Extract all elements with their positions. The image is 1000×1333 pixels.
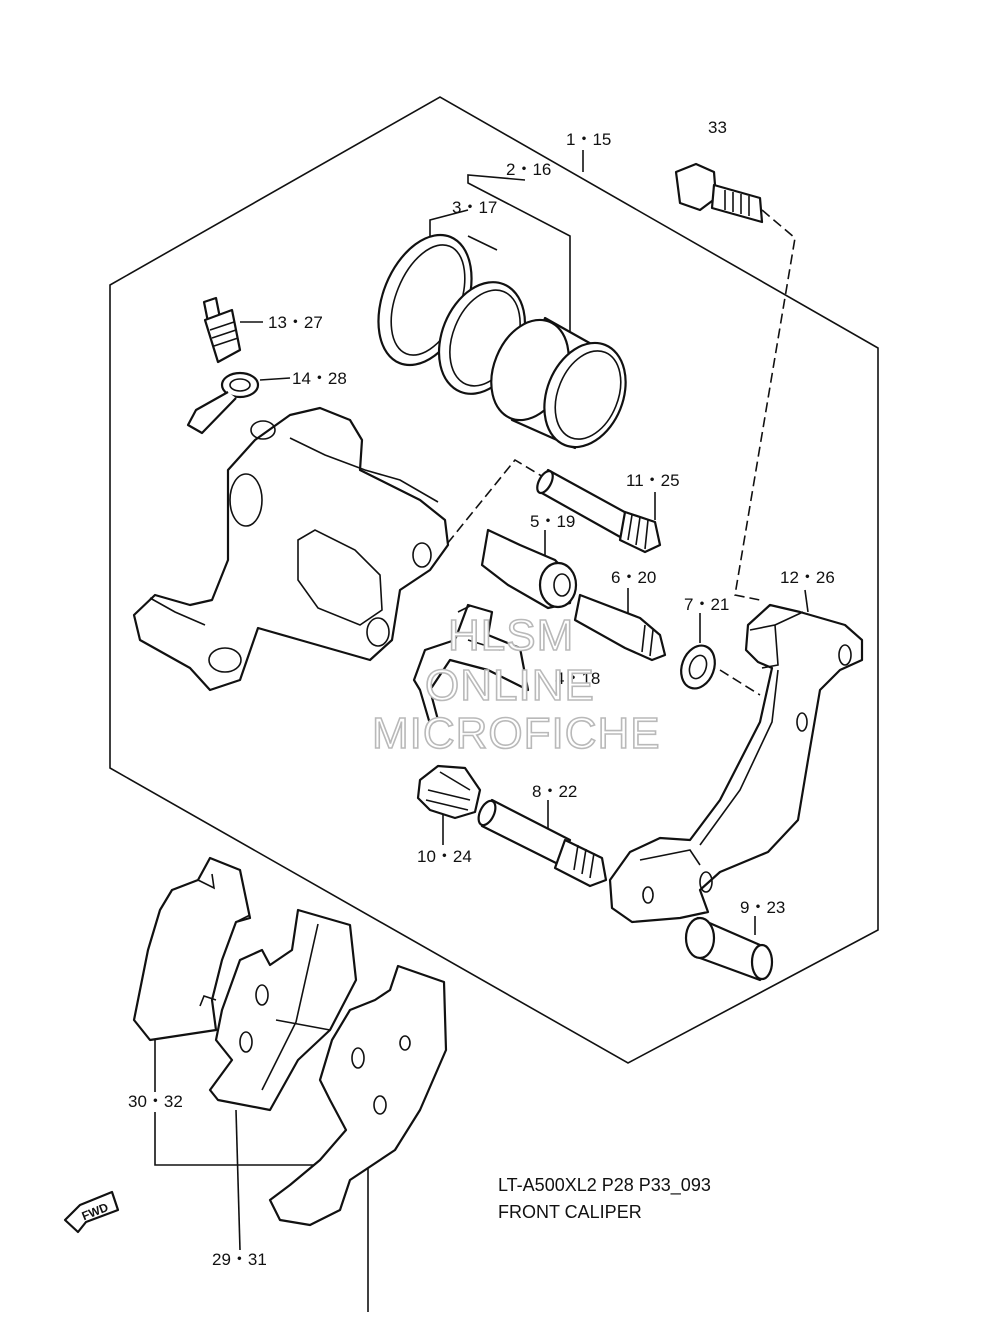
label-part-6-20: 6・20 bbox=[611, 568, 656, 587]
assembly-outline bbox=[109, 96, 879, 1064]
label-part-13-27: 13・27 bbox=[268, 313, 323, 332]
label-part-2-16: 2・16 bbox=[506, 160, 551, 179]
bolt-33 bbox=[674, 162, 764, 224]
watermark-line-1: HLSM bbox=[448, 611, 574, 660]
label-part-8-22: 8・22 bbox=[532, 782, 577, 801]
label-part-3-17: 3・17 bbox=[452, 198, 497, 217]
caliper-body bbox=[132, 406, 450, 692]
slide-pin-8 bbox=[477, 798, 608, 888]
label-part-11-25: 11・25 bbox=[626, 471, 680, 490]
label-part-4-18: 4・18 bbox=[555, 669, 600, 688]
watermark: HLSM ONLINE MICROFICHE bbox=[371, 610, 661, 759]
pin-dashed-line-2 bbox=[719, 669, 761, 696]
pad-backing-plate bbox=[268, 964, 448, 1227]
bleeder-valve bbox=[202, 296, 242, 364]
pad-shim-30 bbox=[132, 856, 252, 1042]
pin-boot-10 bbox=[416, 764, 482, 820]
label-part-9-23: 9・23 bbox=[740, 898, 785, 917]
label-part-5-19: 5・19 bbox=[530, 512, 575, 531]
slide-pin-11 bbox=[536, 468, 662, 554]
caliper-bracket-12 bbox=[608, 603, 864, 924]
bleeder-cap bbox=[186, 371, 260, 435]
label-part-30-32: 30・32 bbox=[128, 1092, 183, 1111]
label-part-14-28: 14・28 bbox=[292, 369, 347, 388]
label-part-12-26: 12・26 bbox=[780, 568, 835, 587]
pad-spring-4 bbox=[412, 603, 530, 726]
washer-7 bbox=[680, 644, 716, 690]
bracket-sleeve-9 bbox=[684, 916, 774, 982]
label-part-1-15: 1・15 bbox=[566, 130, 611, 149]
label-part-33: 33 bbox=[708, 118, 727, 137]
diagram-title: FRONT CALIPER bbox=[498, 1202, 642, 1222]
pin-dashed-line bbox=[437, 458, 546, 556]
caliper-piston bbox=[490, 316, 627, 450]
label-part-10-24: 10・24 bbox=[417, 847, 472, 866]
watermark-line-3: MICROFICHE bbox=[372, 709, 661, 758]
label-part-29-31: 29・31 bbox=[212, 1250, 267, 1269]
diagram-code: LT-A500XL2 P28 P33_093 bbox=[498, 1175, 711, 1196]
forward-direction-arrow-icon: FWD bbox=[63, 1190, 120, 1234]
watermark-line-2: ONLINE bbox=[425, 661, 595, 710]
bolt-dashed-line bbox=[734, 209, 796, 601]
label-part-7-21: 7・21 bbox=[684, 595, 729, 614]
pin-sleeve-6 bbox=[573, 593, 667, 662]
pin-boot-5 bbox=[480, 528, 578, 610]
brake-pad-29 bbox=[208, 908, 358, 1112]
leader-lines bbox=[154, 150, 809, 1312]
